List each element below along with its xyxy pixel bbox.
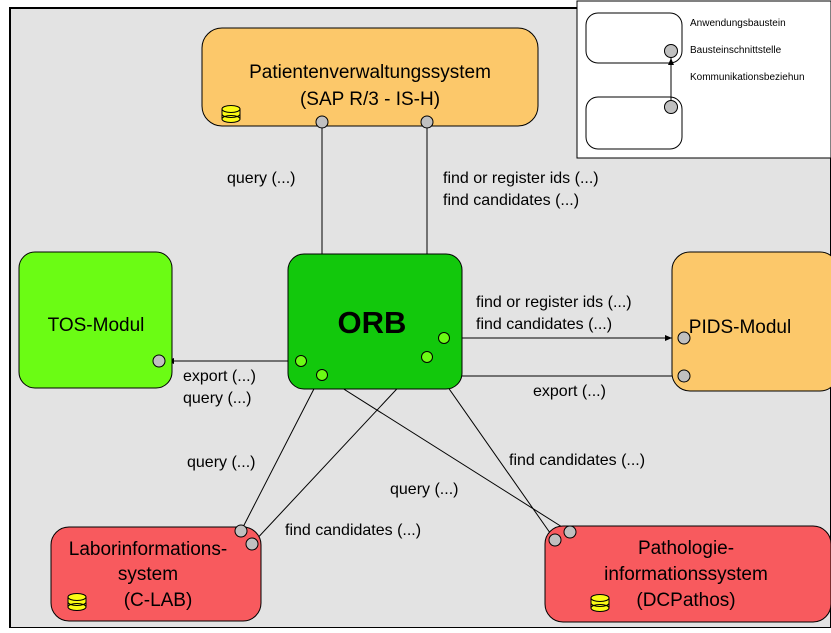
orb-interface-tos	[295, 355, 307, 367]
orb-interface-pids	[438, 332, 450, 344]
legend-component-shape	[585, 12, 683, 64]
path-subtitle: informationssystem	[604, 564, 768, 585]
tos-label: TOS-Modul	[48, 315, 145, 336]
lab-subtitle: system	[118, 564, 178, 585]
legend-interface-shape	[664, 44, 678, 58]
lab-title: Laborinformations-	[69, 539, 227, 560]
pvs-box	[201, 27, 539, 127]
pvs-title: Patientenverwaltungssystem	[249, 62, 491, 83]
legend-communication-label: Kommunikationsbeziehun	[690, 72, 805, 83]
legend: Anwendungsbaustein Bausteinschnittstelle…	[576, 0, 831, 159]
label-tos-export: export (...)	[183, 368, 256, 385]
label-pids-find-register: find or register ids (...)	[476, 294, 632, 311]
node-pids: PIDS-Modul	[671, 251, 831, 392]
node-tos: TOS-Modul	[18, 251, 173, 389]
orb-interface-find	[421, 351, 433, 363]
legend-interface-label: Bausteinschnittstelle	[690, 45, 782, 56]
legend-component-label: Anwendungsbaustein	[690, 18, 786, 29]
label-path-query: query (...)	[390, 481, 458, 498]
database-icon	[221, 105, 241, 123]
label-lab-find: find candidates (...)	[285, 522, 421, 539]
database-icon	[67, 593, 87, 611]
label-pids-export: export (...)	[533, 383, 606, 400]
path-interface-query	[563, 525, 577, 539]
node-path: Pathologie- informationssystem (DCPathos…	[544, 525, 831, 623]
tos-interface	[152, 354, 166, 368]
edge-labels: query (...) find or register ids (...) f…	[183, 170, 645, 539]
lab-interface-find	[245, 537, 259, 551]
edge-lab-find	[251, 361, 423, 545]
pvs-subtitle: (SAP R/3 - IS-H)	[300, 89, 440, 110]
label-pvs-find-candidates: find candidates (...)	[443, 192, 579, 209]
label-tos-query: query (...)	[183, 390, 251, 407]
edge-path-query	[330, 380, 571, 533]
tos-box	[18, 251, 173, 389]
pids-box	[671, 251, 831, 392]
pids-label: PIDS-Modul	[689, 317, 791, 338]
node-pvs: Patientenverwaltungssystem (SAP R/3 - IS…	[201, 27, 539, 129]
edge-lab-query	[240, 380, 319, 532]
edge-path-find	[430, 362, 556, 541]
legend-component-shape-2	[585, 96, 683, 150]
pids-interface-export	[677, 369, 691, 383]
lab-system-name: (C-LAB)	[124, 590, 193, 611]
legend-interface-shape-2	[664, 100, 678, 114]
node-orb: ORB	[287, 253, 463, 390]
label-lab-query: query (...)	[187, 454, 255, 471]
label-pvs-query: query (...)	[227, 170, 295, 187]
path-box	[544, 525, 831, 623]
database-icon	[590, 594, 610, 612]
pids-interface-find	[677, 331, 691, 345]
path-system-name: (DCPathos)	[636, 590, 735, 611]
orb-interface-query	[316, 369, 328, 381]
lab-interface-query	[234, 524, 248, 538]
label-pvs-find-register: find or register ids (...)	[443, 170, 599, 187]
label-path-find: find candidates (...)	[509, 452, 645, 469]
lab-box	[50, 526, 262, 622]
path-interface-find	[548, 533, 562, 547]
path-title: Pathologie-	[638, 538, 734, 559]
pvs-interface-query	[315, 115, 329, 129]
orb-box	[287, 253, 463, 390]
label-pids-find-candidates: find candidates (...)	[476, 316, 612, 333]
node-lab: Laborinformations- system (C-LAB)	[50, 524, 262, 622]
pvs-interface-find	[420, 115, 434, 129]
orb-label: ORB	[338, 305, 407, 340]
